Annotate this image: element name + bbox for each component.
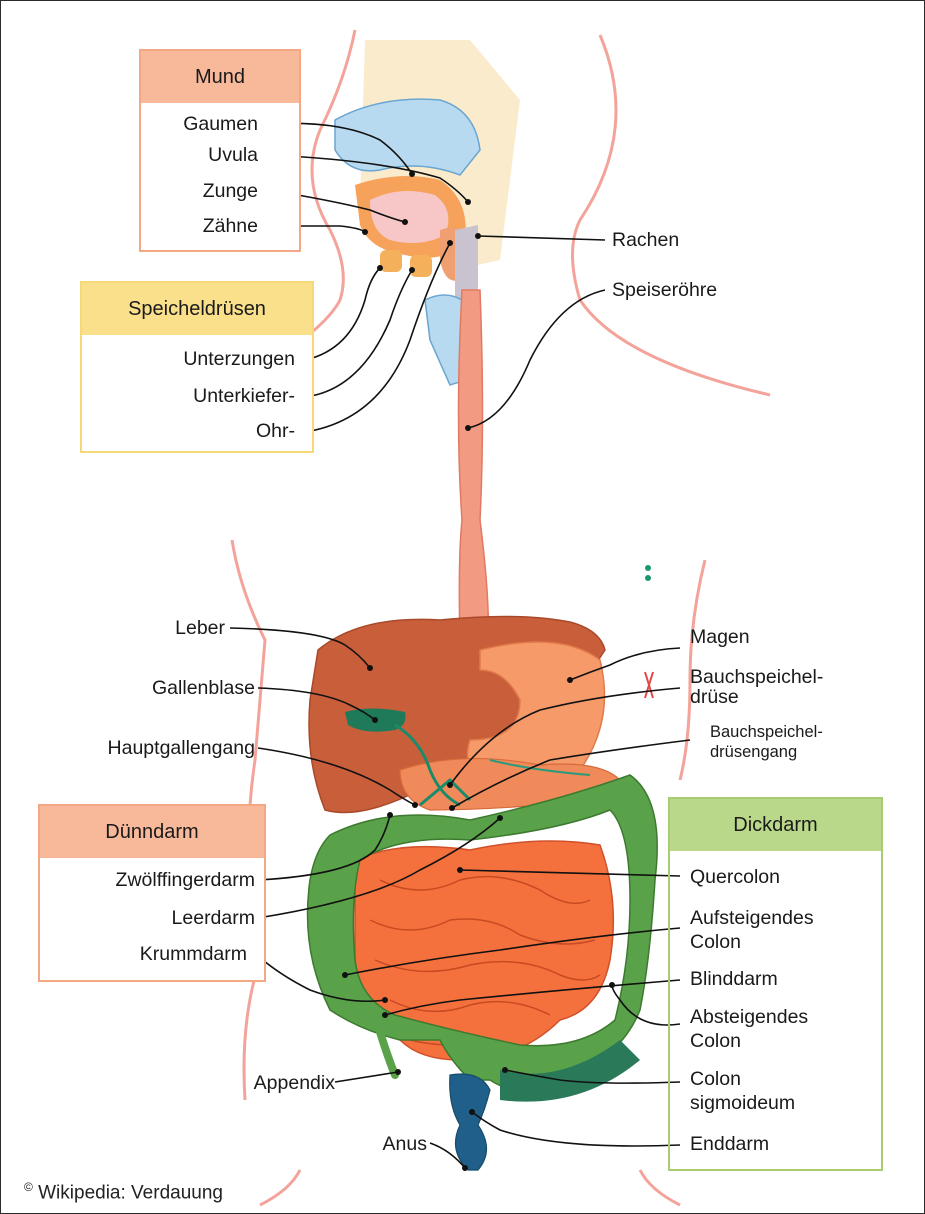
label-unterkiefer: Unterkiefer- — [193, 385, 295, 407]
label-magen: Magen — [690, 626, 750, 648]
label-bauchspeicheldruese-1: Bauchspeichel- — [690, 666, 823, 688]
label-blinddarm: Blinddarm — [690, 968, 778, 990]
label-quercolon: Quercolon — [690, 866, 780, 888]
label-bauchspeicheldruese-2: drüse — [690, 686, 739, 708]
label-leerdarm: Leerdarm — [172, 907, 255, 929]
label-leber: Leber — [175, 617, 225, 639]
label-enddarm: Enddarm — [690, 1133, 769, 1155]
label-ohr: Ohr- — [256, 420, 295, 442]
duenndarm-title: Dünndarm — [40, 806, 264, 858]
label-absteigendes: Absteigendes — [690, 1006, 808, 1028]
credit-text: Wikipedia: Verdauung — [38, 1182, 223, 1203]
copyright-symbol: © — [24, 1180, 33, 1194]
label-appendix: Appendix — [254, 1072, 335, 1094]
label-bauchspeicheldruesengang-2: drüsengang — [710, 743, 797, 761]
label-gallenblase: Gallenblase — [152, 677, 255, 699]
label-krummdarm: Krummdarm — [140, 943, 247, 965]
label-gaumen: Gaumen — [183, 113, 258, 135]
label-unterzungen: Unterzungen — [183, 348, 295, 370]
speicheldruesen-title: Speicheldrüsen — [82, 283, 312, 335]
esophagus — [459, 290, 489, 640]
image-credit: © Wikipedia: Verdauung — [24, 1180, 223, 1204]
label-aufsteigendes-colon: Colon — [690, 931, 741, 953]
label-rachen: Rachen — [612, 229, 679, 251]
label-sigmoideum: sigmoideum — [690, 1092, 795, 1114]
label-zaehne: Zähne — [203, 215, 258, 237]
mund-title: Mund — [141, 51, 299, 103]
rectum — [450, 1074, 490, 1170]
label-bauchspeicheldruesengang-1: Bauchspeichel- — [710, 723, 823, 741]
label-zunge: Zunge — [203, 180, 258, 202]
label-anus: Anus — [383, 1133, 427, 1155]
label-colon: Colon — [690, 1068, 741, 1090]
label-uvula: Uvula — [208, 144, 258, 166]
label-hauptgallengang: Hauptgallengang — [108, 737, 255, 759]
dickdarm-title: Dickdarm — [670, 799, 881, 851]
label-absteigendes-colon: Colon — [690, 1030, 741, 1052]
label-zwoelffingerdarm: Zwölffingerdarm — [116, 869, 255, 891]
label-speiseroehre: Speiseröhre — [612, 279, 717, 301]
label-aufsteigendes: Aufsteigendes — [690, 907, 814, 929]
